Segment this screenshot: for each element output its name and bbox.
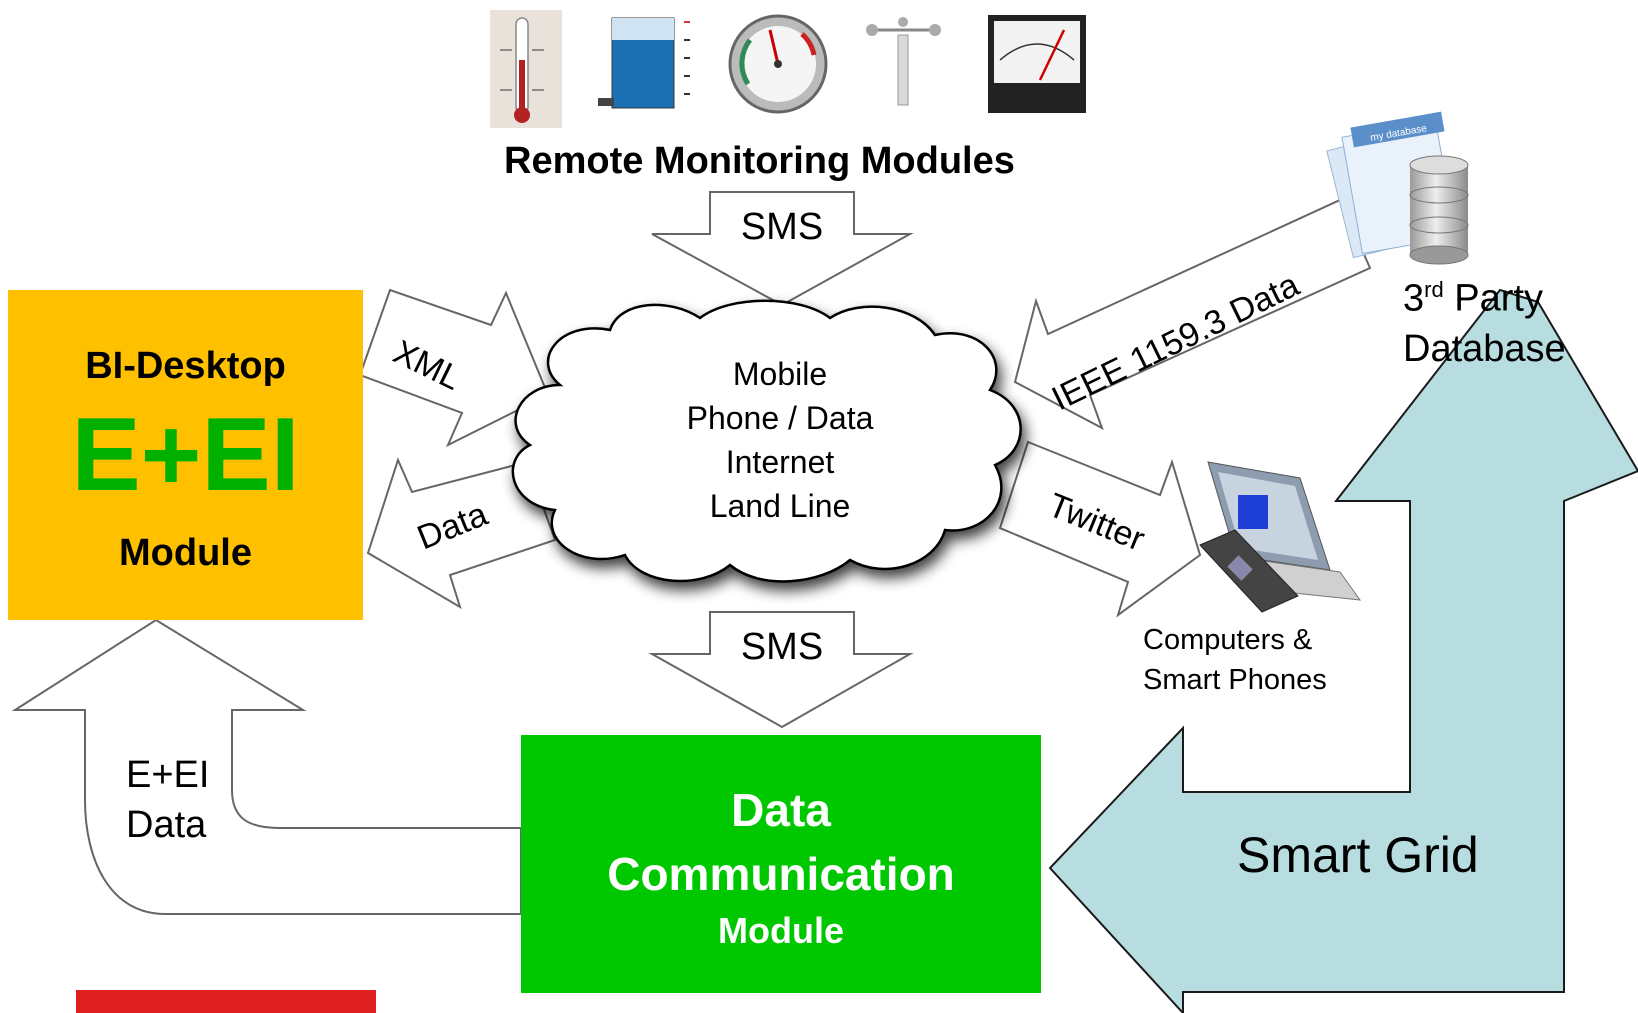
sms-top-label: SMS bbox=[740, 206, 824, 248]
data-comm-line-1: Data bbox=[731, 784, 831, 836]
cloud-line-2: Phone / Data bbox=[686, 400, 874, 436]
twitter-arrow bbox=[998, 440, 1202, 618]
water-tank-gauge-icon bbox=[598, 17, 690, 109]
database-label-line-2: Database bbox=[1403, 327, 1566, 370]
ee-data-label: E+EI Data bbox=[126, 750, 209, 850]
data-comm-line-3: Module bbox=[718, 910, 844, 951]
monitoring-title: Remote Monitoring Modules bbox=[504, 140, 1015, 182]
devices-label-line-2: Smart Phones bbox=[1143, 664, 1327, 696]
smart-grid-arrow bbox=[1048, 288, 1638, 1013]
ieee-arrow bbox=[1013, 198, 1372, 431]
data-comm-box bbox=[521, 735, 1041, 993]
thermometer-icon bbox=[490, 10, 562, 128]
bi-desktop-box bbox=[8, 290, 363, 620]
devices-label-line-1: Computers & bbox=[1143, 624, 1313, 656]
database-icon bbox=[1326, 111, 1469, 265]
sms-bottom-label: SMS bbox=[740, 626, 824, 668]
bi-desktop-subtitle: Module bbox=[119, 532, 252, 574]
cloud-line-1: Mobile bbox=[732, 356, 828, 392]
network-cloud bbox=[511, 299, 1022, 583]
sms-bottom-arrow bbox=[648, 611, 914, 729]
cloud-text: Mobile Phone / Data Internet Land Line bbox=[650, 352, 910, 528]
database-label-line-1: 3rd Party bbox=[1403, 265, 1566, 324]
db-ordinal: 3 bbox=[1403, 277, 1425, 320]
smart-grid-label: Smart Grid bbox=[1237, 827, 1479, 883]
bi-desktop-title: BI-Desktop bbox=[85, 345, 286, 387]
pressure-dial-icon bbox=[728, 14, 828, 114]
anemometer-icon bbox=[866, 17, 941, 106]
ee-data-line-2: Data bbox=[126, 804, 207, 846]
devices-label: Computers & Smart Phones bbox=[1143, 620, 1327, 700]
bi-desktop-big: E+EI bbox=[71, 397, 300, 513]
database-label: 3rd Party Database bbox=[1403, 265, 1566, 374]
db-party: Party bbox=[1443, 277, 1543, 320]
computers-phones-icon bbox=[1199, 461, 1362, 613]
ee-data-arrow bbox=[11, 618, 522, 915]
sms-top-arrow bbox=[651, 191, 914, 307]
cloud-line-3: Internet bbox=[725, 444, 835, 480]
cloud-line-4: Land Line bbox=[709, 488, 851, 524]
red-bar bbox=[76, 990, 376, 1013]
db-ordinal-sup: rd bbox=[1424, 277, 1444, 302]
ee-data-line-1: E+EI bbox=[126, 754, 210, 796]
xml-arrow bbox=[358, 288, 550, 448]
analog-meter-icon bbox=[988, 15, 1086, 113]
data-comm-line-2: Communication bbox=[607, 848, 955, 900]
data-arrow bbox=[366, 457, 557, 610]
